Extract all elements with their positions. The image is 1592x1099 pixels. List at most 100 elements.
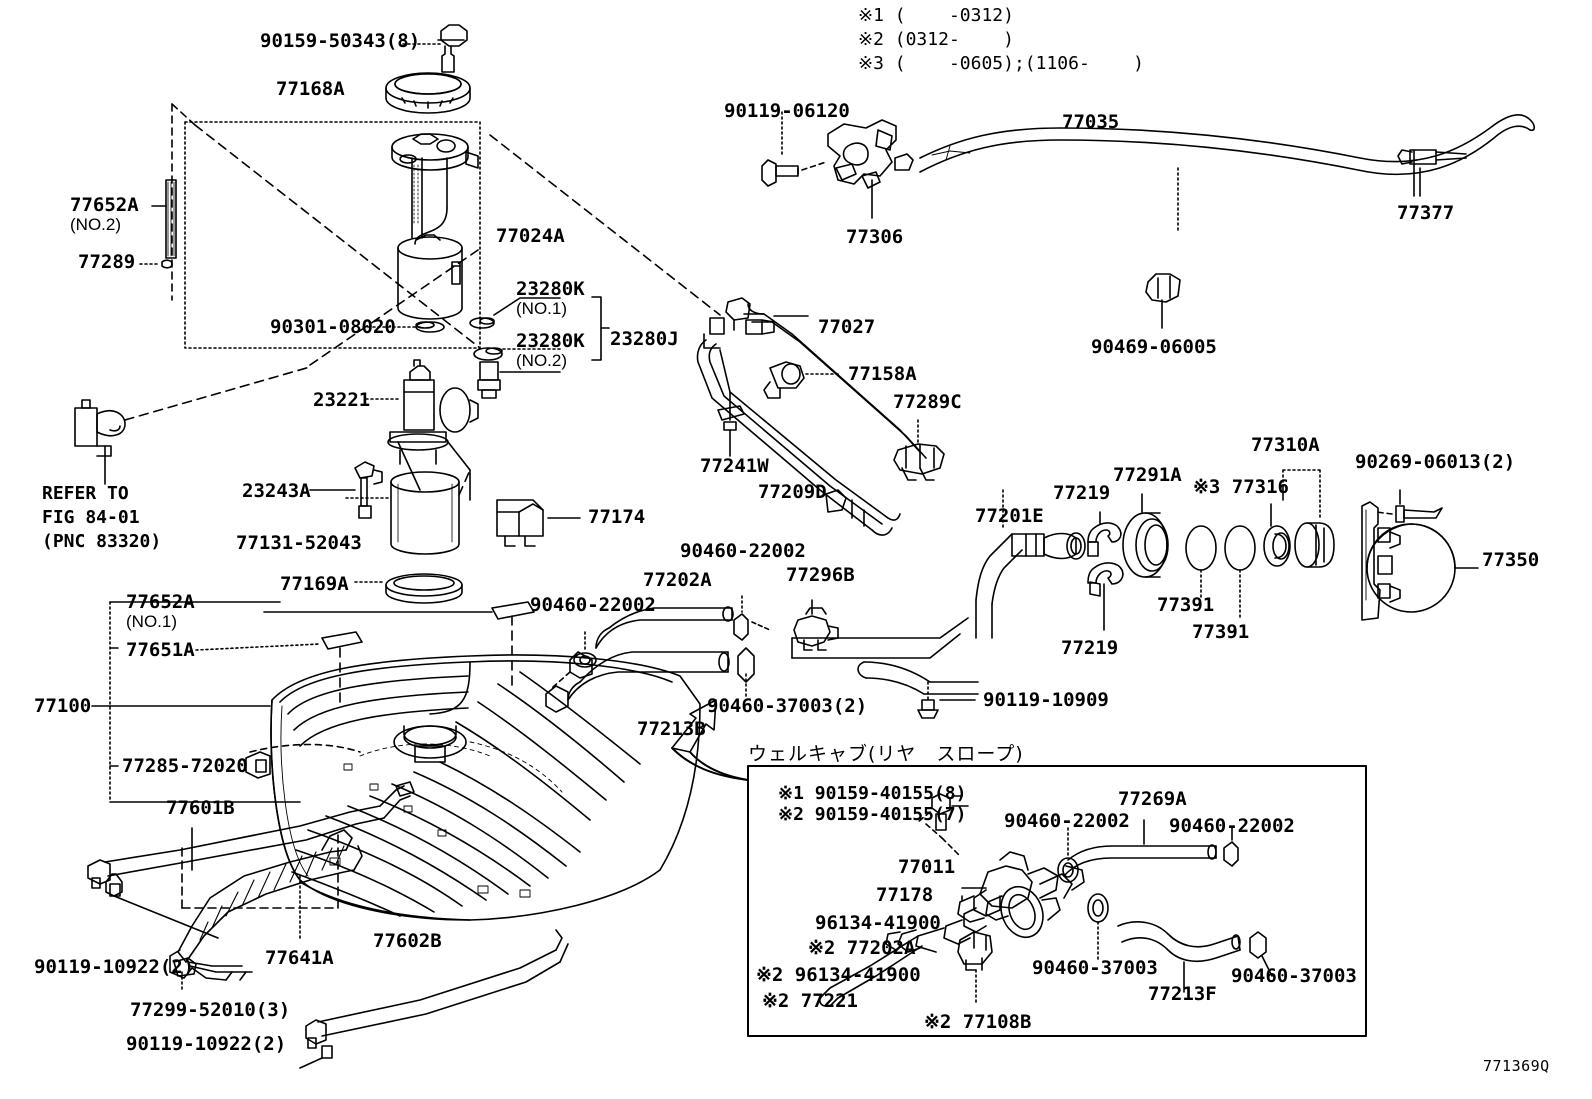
label-23280J: 23280J [610,328,679,350]
inset-label-90460-22002-a: 90460-22002 [1004,810,1130,832]
label-77641A: 77641A [265,947,334,969]
protector-77641A [169,829,363,981]
clip-77219-top [1087,511,1122,557]
label-90301-08020: 90301-08020 [270,316,396,338]
label-90119-06120: 90119-06120 [724,100,850,122]
ring-77169A [354,573,463,604]
inset-label-90460-37003-b: 90460-37003 [1231,965,1357,987]
label-23280K-no1-sub: (NO.1) [516,299,567,318]
label-77377: 77377 [1397,202,1455,224]
label-23280K-no2-sub: (NO.2) [516,351,567,370]
pipe-77209D [696,317,901,536]
ring-77391-a [1185,525,1217,599]
part-77652A-no2 [151,179,177,259]
hose-77213B [545,651,730,713]
label-77391-b: 77391 [1192,621,1250,643]
ring-77291A [1122,493,1169,578]
label-77158A: 77158A [848,363,917,385]
inset-clip-90460-22002 [1057,827,1079,883]
legend-note-3: ※3 ( -0605);(1106- ) [858,53,1145,74]
cable-77035 [894,114,1536,231]
inset-bolt-90159-40155 [917,793,969,857]
ring-77391-b [1224,525,1256,621]
label-77285-72020: 77285-72020 [122,755,248,777]
label-77350: 77350 [1482,549,1540,571]
label-77174: 77174 [588,506,646,528]
bracket-23280J [591,296,610,361]
label-77306: 77306 [846,226,904,248]
box-77024A [171,103,721,366]
screw-90269-06013 [1375,489,1443,523]
label-90469-06005: 90469-06005 [1091,336,1217,358]
label-refer-to-fig: REFER TO FIG 84-01 (PNC 83320) [42,483,162,552]
fuel-lid-77350 [1361,501,1479,621]
part-77651A [195,631,363,707]
label-90119-10922-a: 90119-10922(2) [34,956,195,978]
inset-clip-90460-22002-right [1223,825,1239,867]
clip-90460-37003-2 [737,647,755,697]
strap-77602B [299,929,569,1069]
part-77289 [139,259,173,269]
fuel-pump-assembly [362,133,479,333]
inset-label-77108B-n2: ※2 77108B [924,1011,1032,1033]
bracket-77174 [496,499,581,547]
label-77291A: 77291A [1113,464,1182,486]
label-77652A-no1-sub: (NO.1) [126,612,177,631]
inset-label-77213F: 77213F [1148,983,1217,1005]
label-77316: ※3 77316 [1193,476,1289,498]
label-77201E: 77201E [975,505,1044,527]
hose-77202A [569,606,734,679]
bolt-90119-10909 [917,681,976,719]
label-77202A: 77202A [643,569,712,591]
ring-77168A [385,72,471,114]
label-77391-a: 77391 [1157,594,1215,616]
inset-hose-77202A-n2 [819,929,923,1007]
clamp-77289C [893,419,945,481]
inset-clip-77108B [957,931,993,1003]
clamp-77158A [763,361,839,399]
label-77652A-no1: 77652A [126,591,195,613]
bolt-90119-10922-a [105,873,219,939]
label-77601B: 77601B [166,797,235,819]
bolt-90159-50343 [402,24,468,73]
inset-label-90159-40155-n2: ※2 90159-40155(7) [778,804,967,825]
inset-label-96134-41900-n2: ※2 96134-41900 [756,964,921,986]
label-77310A: 77310A [1251,434,1320,456]
label-77213B: 77213B [637,718,706,740]
inset-label-77178: 77178 [876,884,934,906]
label-77168A: 77168A [276,78,345,100]
label-77219-top: 77219 [1053,482,1111,504]
inset-label-77202A-n2: ※2 77202A [808,937,916,959]
oring-23280K-no2 [473,347,561,361]
inset-label-96134-41900: 96134-41900 [815,912,941,934]
filter-23280J-body [477,361,561,399]
pipe-77027 [725,297,927,459]
inset-clip-90460-37003-left [1087,893,1109,961]
latch-77306 [827,119,897,219]
label-77652A-no2-sub: (NO.2) [70,215,121,234]
fuel-tank-77100 [270,654,701,921]
label-90460-37003-2: 90460-37003(2) [707,695,868,717]
legend-note-2: ※2 (0312- ) [858,29,1014,50]
label-90460-22002-a: 90460-22002 [530,594,656,616]
inset-hose-77213F [1117,921,1241,993]
label-77100: 77100 [34,695,92,717]
inset-label-77269A: 77269A [1118,788,1187,810]
inset-label-90460-22002-b: 90460-22002 [1169,815,1295,837]
label-77289: 77289 [78,251,136,273]
part-77652A-no1 [263,601,535,691]
clip-90460-22002-b [733,595,771,641]
connector-refer-fig8401 [74,366,311,485]
label-77024A: 77024A [496,225,565,247]
inset-label-90460-37003-a: 90460-37003 [1032,957,1158,979]
inset-label-77011: 77011 [898,856,956,878]
arrow-to-inset [671,699,749,781]
label-90119-10909: 90119-10909 [983,689,1109,711]
part-77316 [1263,503,1291,567]
filler-neck-77201E [975,489,1086,639]
inset-label-77221-n2: ※2 77221 [762,990,858,1012]
label-77219-bottom: 77219 [1061,637,1119,659]
label-77035: 77035 [1062,111,1120,133]
label-77651A: 77651A [126,639,195,661]
hose-77201E-lower [791,617,979,695]
